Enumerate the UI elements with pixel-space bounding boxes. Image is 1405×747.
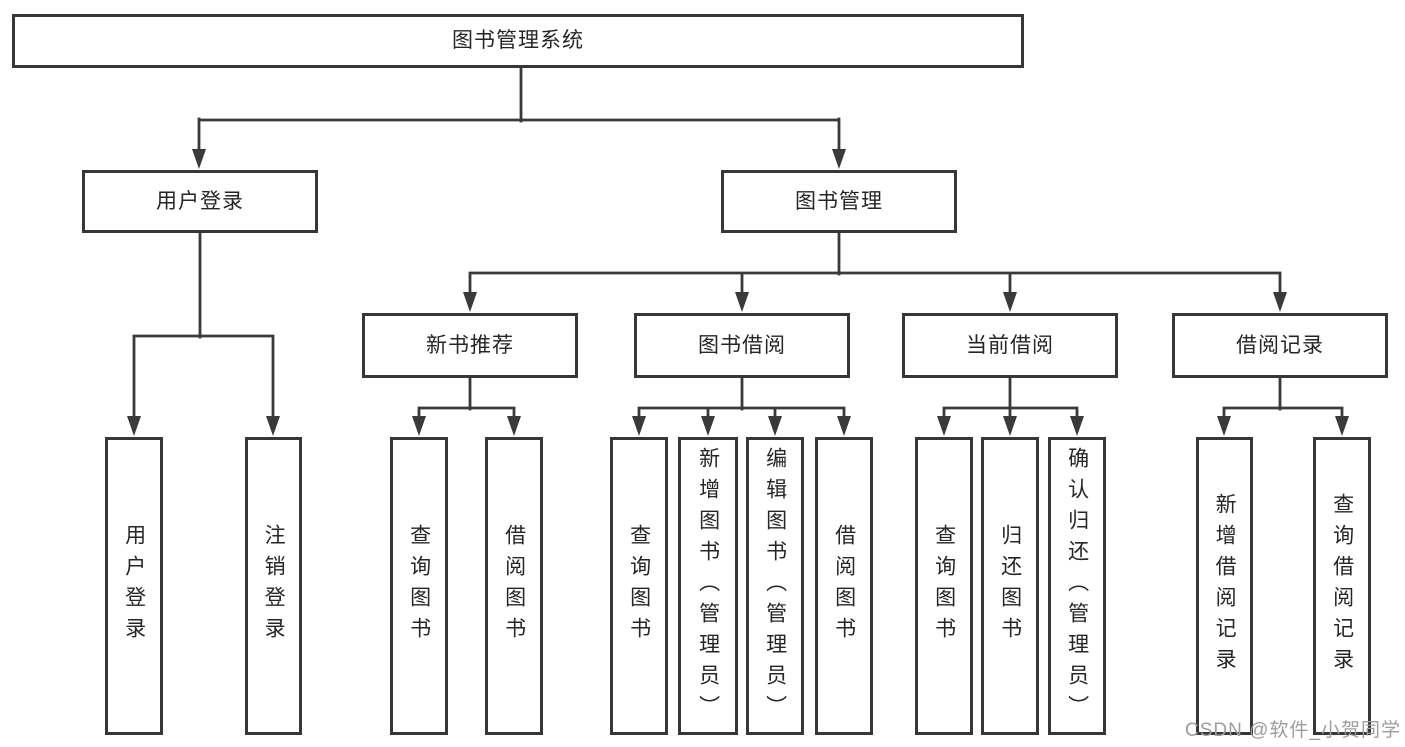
- leaf-add-borrowing-record: 新增借阅记录: [1196, 437, 1253, 735]
- csdn-watermark: CSDN @软件_小贺同学: [1185, 720, 1401, 741]
- leaf-query-borrowing-record: 查询借阅记录: [1313, 437, 1371, 735]
- leaf-logout: 注销登录: [245, 437, 302, 735]
- leaf-logout-label: 注销登录: [262, 524, 286, 648]
- leaf-query-books-current: 查询图书: [915, 437, 973, 735]
- node-current-borrowing-label: 当前借阅: [966, 333, 1054, 357]
- leaf-borrow-books-label: 借阅图书: [832, 524, 856, 648]
- node-user-login: 用户登录: [82, 170, 318, 233]
- leaf-edit-books-admin: 编辑图书（管理员）: [746, 437, 804, 735]
- node-new-book-recommendation-label: 新书推荐: [426, 333, 514, 357]
- tree-edges: [132, 66, 1344, 421]
- node-book-management-label: 图书管理: [795, 189, 883, 213]
- leaf-query-books-borrowing: 查询图书: [610, 437, 668, 735]
- node-user-login-label: 用户登录: [156, 189, 244, 213]
- leaf-confirm-return-admin-label: 确认归还（管理员）: [1065, 446, 1089, 726]
- leaf-user-login: 用户登录: [105, 437, 163, 735]
- node-root-label: 图书管理系统: [452, 29, 584, 53]
- leaf-borrow-books-recommendation: 借阅图书: [485, 437, 543, 735]
- leaf-add-borrowing-record-label: 新增借阅记录: [1213, 493, 1237, 679]
- leaf-query-books-recommendation: 查询图书: [390, 437, 448, 735]
- leaf-return-books: 归还图书: [981, 437, 1039, 735]
- leaf-add-books-admin: 新增图书（管理员）: [678, 437, 738, 735]
- node-book-borrowing: 图书借阅: [634, 313, 850, 378]
- leaf-borrow-books: 借阅图书: [815, 437, 873, 735]
- leaf-user-login-label: 用户登录: [122, 524, 146, 648]
- leaf-confirm-return-admin: 确认归还（管理员）: [1048, 437, 1106, 735]
- node-new-book-recommendation: 新书推荐: [362, 313, 578, 378]
- leaf-edit-books-admin-label: 编辑图书（管理员）: [763, 446, 787, 726]
- node-root: 图书管理系统: [12, 14, 1024, 68]
- leaf-query-borrowing-record-label: 查询借阅记录: [1330, 493, 1354, 679]
- node-book-borrowing-label: 图书借阅: [698, 333, 786, 357]
- node-borrowing-records: 借阅记录: [1172, 313, 1388, 378]
- node-borrowing-records-label: 借阅记录: [1236, 333, 1324, 357]
- leaf-return-books-label: 归还图书: [998, 524, 1022, 648]
- node-current-borrowing: 当前借阅: [902, 313, 1118, 378]
- leaf-add-books-admin-label: 新增图书（管理员）: [696, 446, 720, 726]
- leaf-query-books-recommendation-label: 查询图书: [407, 524, 431, 648]
- node-book-management: 图书管理: [721, 170, 957, 233]
- leaf-query-books-current-label: 查询图书: [932, 524, 956, 648]
- leaf-borrow-books-recommendation-label: 借阅图书: [502, 524, 526, 648]
- leaf-query-books-borrowing-label: 查询图书: [627, 524, 651, 648]
